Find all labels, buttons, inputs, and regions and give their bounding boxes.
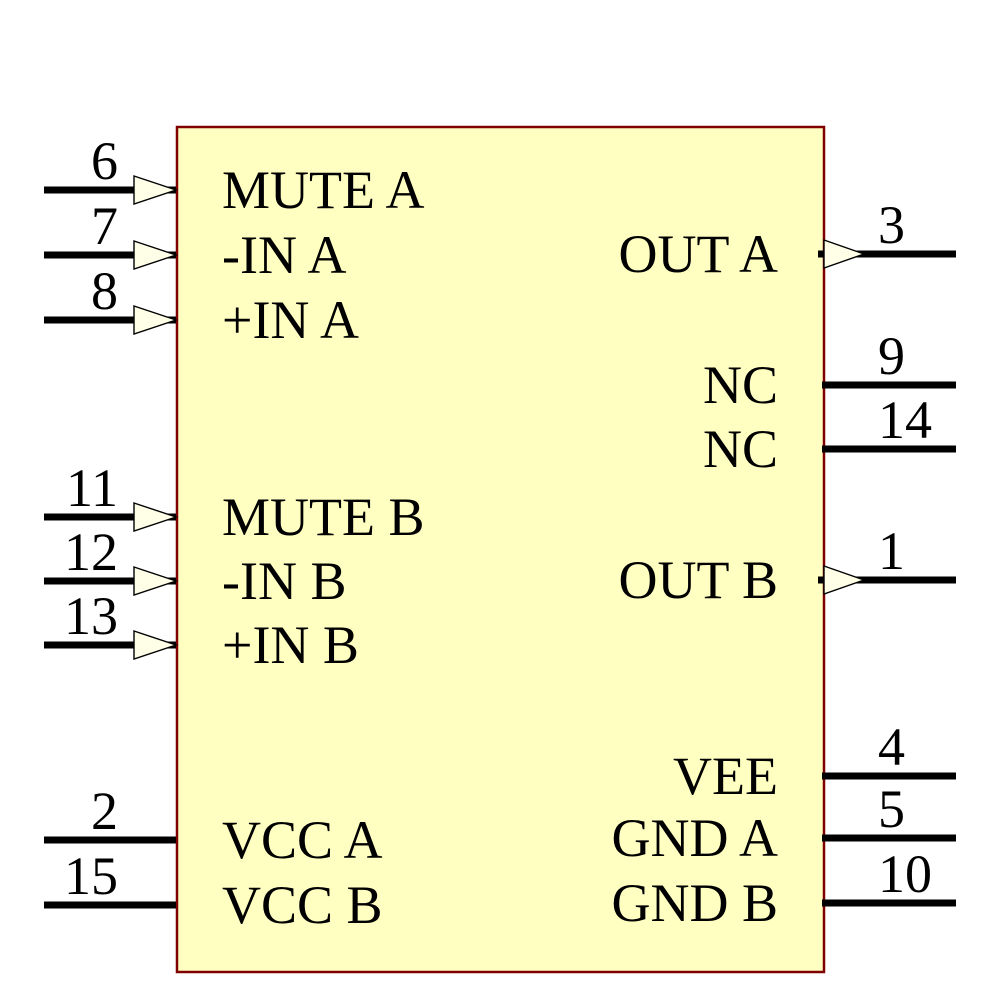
pin-label: OUT B xyxy=(618,550,778,610)
pin-label: VCC B xyxy=(222,875,383,935)
pin-vcc-a[interactable]: 2 VCC A xyxy=(44,781,383,870)
pin-number: 11 xyxy=(66,458,118,518)
input-arrow-icon xyxy=(133,175,179,205)
pin-number: 10 xyxy=(878,844,932,904)
pin-vee[interactable]: 4 VEE xyxy=(673,717,956,806)
pin-label: MUTE B xyxy=(222,487,425,547)
pin-out-b[interactable]: 1 OUT B xyxy=(618,521,956,610)
pin-number: 6 xyxy=(91,131,118,191)
pin-label: VEE xyxy=(673,746,778,806)
pin-number: 9 xyxy=(878,326,905,386)
pin-vcc-b[interactable]: 15 VCC B xyxy=(44,846,383,935)
input-arrow-icon xyxy=(133,630,179,660)
pin-number: 14 xyxy=(878,390,932,450)
pin-label: MUTE A xyxy=(222,160,425,220)
pin-neg-in-a[interactable]: 7 -IN A xyxy=(44,196,346,285)
pin-label: -IN A xyxy=(222,225,346,285)
pin-number: 5 xyxy=(878,779,905,839)
input-arrow-icon xyxy=(133,240,179,270)
pin-label: +IN A xyxy=(222,290,359,350)
pin-pos-in-b[interactable]: 13 +IN B xyxy=(44,586,359,675)
pin-number: 7 xyxy=(91,196,118,256)
pin-number: 12 xyxy=(64,522,118,582)
pin-mute-a[interactable]: 6 MUTE A xyxy=(44,131,425,220)
output-arrow-icon xyxy=(823,239,867,269)
pin-nc-14[interactable]: 14 NC xyxy=(703,390,956,479)
pin-label: NC xyxy=(703,419,778,479)
pin-label: GND B xyxy=(611,873,778,933)
pin-number: 4 xyxy=(878,717,905,777)
input-arrow-icon xyxy=(133,305,179,335)
ic-body[interactable] xyxy=(175,125,826,974)
pin-number: 1 xyxy=(878,521,905,581)
pin-number: 13 xyxy=(64,586,118,646)
pin-number: 15 xyxy=(64,846,118,906)
input-arrow-icon xyxy=(133,502,179,532)
input-arrow-icon xyxy=(133,566,179,596)
pin-number: 3 xyxy=(878,195,905,255)
pin-label: OUT A xyxy=(618,224,778,284)
pin-nc-9[interactable]: 9 NC xyxy=(703,326,956,415)
output-arrow-icon xyxy=(823,565,867,595)
pin-mute-b[interactable]: 11 MUTE B xyxy=(44,458,425,547)
pin-number: 8 xyxy=(91,261,118,321)
pin-neg-in-b[interactable]: 12 -IN B xyxy=(44,522,346,611)
pin-gnd-a[interactable]: 5 GND A xyxy=(611,779,956,868)
pin-label: +IN B xyxy=(222,615,359,675)
pin-out-a[interactable]: 3 OUT A xyxy=(618,195,956,284)
pin-number: 2 xyxy=(91,781,118,841)
pin-label: NC xyxy=(703,355,778,415)
pin-label: -IN B xyxy=(222,551,346,611)
pin-label: VCC A xyxy=(222,810,383,870)
pin-gnd-b[interactable]: 10 GND B xyxy=(611,844,956,933)
pin-pos-in-a[interactable]: 8 +IN A xyxy=(44,261,359,350)
pin-label: GND A xyxy=(611,808,778,868)
